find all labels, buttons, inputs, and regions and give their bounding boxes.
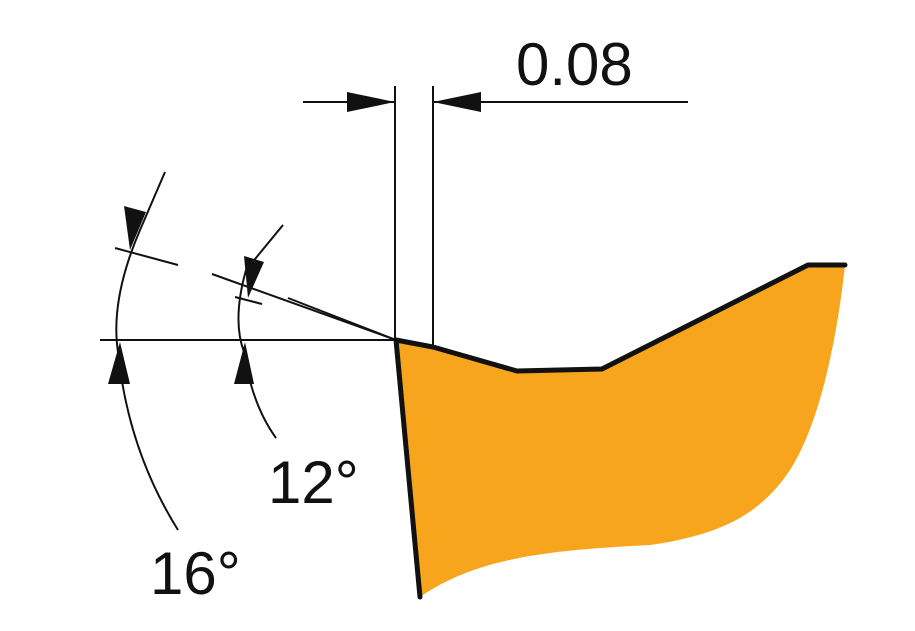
angle-arrow-12-top — [244, 256, 264, 298]
dimension-arrow-left — [347, 92, 395, 112]
angle-arrow-16-bottom — [108, 342, 130, 384]
angle-arrow-12-bottom — [234, 342, 254, 384]
angle-arrow-16-top — [124, 206, 146, 250]
dimension-arrow-right — [433, 92, 481, 112]
angle-label-12: 12° — [268, 449, 359, 516]
angle-arc-16 — [115, 171, 179, 531]
chamfer-width-label: 0.08 — [516, 31, 633, 98]
angle-label-16: 16° — [150, 540, 241, 607]
insert-body — [396, 265, 845, 597]
rake-line-16-tick — [114, 247, 179, 266]
